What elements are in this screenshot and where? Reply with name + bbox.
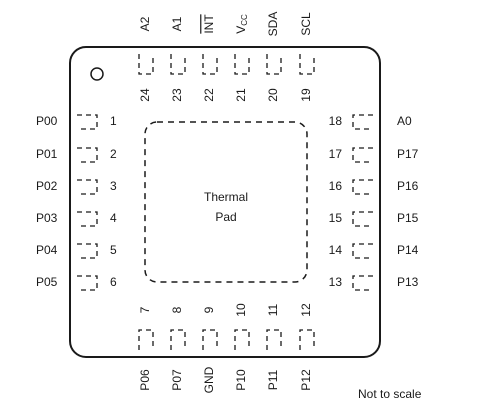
pin-name: SDA	[266, 12, 280, 37]
pin-number: 24	[138, 88, 152, 102]
pad-outline	[352, 147, 373, 163]
pin-number: 13	[329, 275, 343, 289]
pin-number: 19	[299, 88, 313, 102]
pad-outline	[77, 179, 98, 195]
pin-number: 11	[266, 303, 280, 316]
pin-name: P05	[36, 275, 58, 289]
pin-name: P12	[299, 369, 313, 391]
pin-name: P00	[36, 114, 58, 128]
pin-number: 6	[110, 275, 117, 289]
pin-number: 8	[170, 306, 184, 313]
pin-number: 9	[202, 306, 216, 313]
pin-name: P07	[170, 369, 184, 391]
pin-number: 1	[110, 114, 117, 128]
pad-outline	[138, 329, 154, 350]
pad-outline	[266, 329, 282, 350]
pin-name: P04	[36, 243, 58, 257]
pin-layer: 24A223A122INT21VCC20SDA19SCL7P068P079GND…	[36, 12, 419, 394]
pad-outline	[77, 243, 98, 259]
pad-outline	[170, 329, 186, 350]
pad-outline	[352, 243, 373, 259]
pin-name: INT	[202, 14, 216, 34]
pin-number: 12	[299, 303, 313, 317]
pin-number: 10	[234, 303, 248, 317]
pin-number: 23	[170, 88, 184, 102]
pin-name: P03	[36, 211, 58, 225]
pad-outline	[234, 54, 250, 75]
pad-outline	[170, 54, 186, 75]
pin-number: 15	[329, 211, 343, 225]
pin-number: 22	[202, 88, 216, 102]
pad-outline	[352, 211, 373, 227]
pad-outline	[77, 275, 98, 291]
thermal-pad-label-line1: Thermal	[204, 190, 248, 204]
pin-number: 17	[329, 147, 343, 161]
pin-name: A0	[397, 114, 412, 128]
pin-name: P16	[397, 179, 419, 193]
pin-name: P10	[234, 369, 248, 391]
pad-outline	[266, 54, 282, 75]
pin-name: P02	[36, 179, 58, 193]
pin-number: 5	[110, 243, 117, 257]
pad-outline	[234, 329, 250, 350]
pin-name: A1	[170, 16, 184, 31]
pin-name: GND	[202, 366, 216, 393]
pad-outline	[77, 211, 98, 227]
pin-number: 3	[110, 179, 117, 193]
pin-name: VCC	[234, 14, 249, 34]
pin-number: 4	[110, 211, 117, 225]
thermal-pad-outline	[144, 121, 308, 283]
pin-name: P06	[138, 369, 152, 391]
not-to-scale-note: Not to scale	[358, 387, 422, 401]
pin-number: 18	[329, 114, 343, 128]
pad-outline	[77, 147, 98, 163]
pin1-indicator-dot	[90, 67, 104, 81]
pin-name: A2	[138, 16, 152, 31]
pad-outline	[202, 54, 218, 75]
pin-number: 20	[266, 88, 280, 102]
pin-number: 16	[329, 179, 343, 193]
pin-name: P13	[397, 275, 419, 289]
package-outline	[69, 46, 381, 358]
pad-outline	[352, 179, 373, 195]
thermal-pad-label-line2: Pad	[215, 210, 236, 224]
pin-number: 14	[329, 243, 343, 257]
pad-outline	[352, 275, 373, 291]
pad-outline	[77, 114, 98, 130]
pad-outline	[299, 54, 315, 75]
pin-name: P01	[36, 147, 58, 161]
pin-name: SCL	[299, 12, 313, 36]
pad-outline	[299, 329, 315, 350]
pad-outline	[352, 114, 373, 130]
pad-outline	[138, 54, 154, 75]
pin-name: P11	[266, 369, 280, 390]
pin-name: P17	[397, 147, 419, 161]
pad-outline	[202, 329, 218, 350]
pin-number: 21	[234, 88, 248, 102]
pin-name: P15	[397, 211, 419, 225]
pin-number: 2	[110, 147, 117, 161]
pin-number: 7	[138, 306, 152, 313]
pin-name: P14	[397, 243, 419, 257]
